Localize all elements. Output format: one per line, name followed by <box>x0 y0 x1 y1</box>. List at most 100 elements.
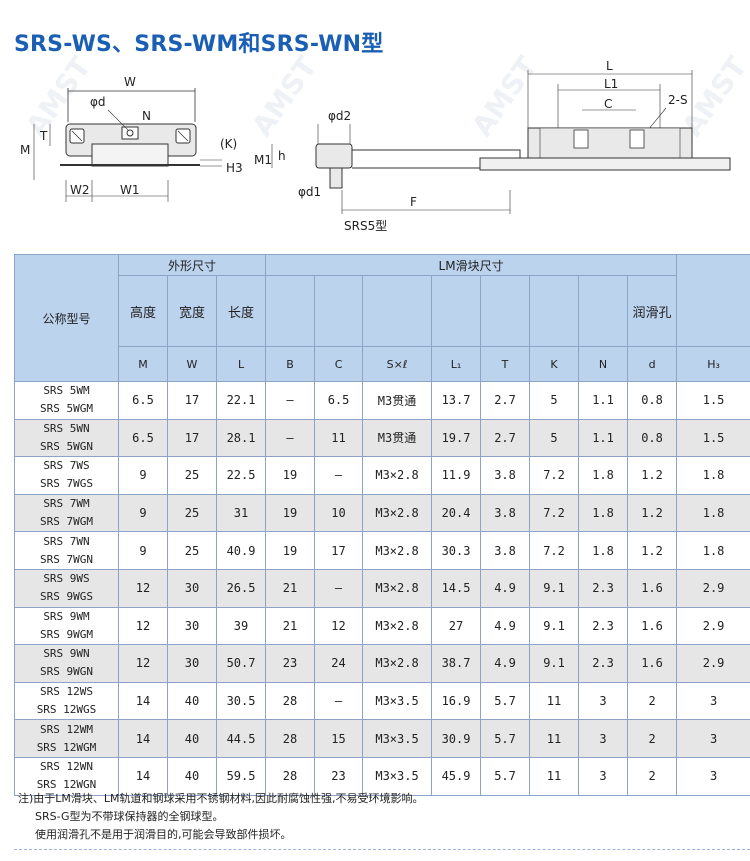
value-cell: 2.3 <box>578 644 629 683</box>
header-blank <box>314 275 364 347</box>
value-cell: 4.9 <box>480 568 531 608</box>
value-cell: 3 <box>676 719 750 758</box>
value-cell: 3 <box>578 719 629 758</box>
header-blank <box>676 254 750 347</box>
value-cell: 1.8 <box>676 456 750 495</box>
value-cell: 30 <box>167 644 217 683</box>
header-length: 长度 <box>215 275 267 347</box>
spec-table: 公称型号 外形尺寸 LM滑块尺寸 高度 宽度 长度 润滑孔 M W L B C … <box>14 254 750 796</box>
value-cell: M3贯通 <box>362 418 433 458</box>
value-cell: 1.8 <box>676 531 750 570</box>
value-cell: 1.6 <box>627 606 678 646</box>
rail-end-view: φd2 M1 h φd1 F SRS5型 <box>254 109 521 233</box>
label-M1: M1 <box>254 153 272 167</box>
value-cell: — <box>314 568 364 608</box>
srs5-caption: SRS5型 <box>344 219 387 233</box>
header-sym: S×ℓ <box>362 346 433 382</box>
value-cell: 1.8 <box>578 456 629 495</box>
header-group-outer: 外形尺寸 <box>117 254 267 276</box>
value-cell: 12 <box>118 568 168 608</box>
value-cell: 10 <box>314 493 364 533</box>
value-cell: 1.2 <box>627 456 678 495</box>
value-cell: 2.7 <box>480 418 531 458</box>
side-view: L L1 C 2-S <box>479 59 731 171</box>
value-cell: 44.5 <box>215 719 267 758</box>
value-cell: 12 <box>314 606 364 646</box>
value-cell: 19.7 <box>431 418 482 458</box>
header-model: 公称型号 <box>14 254 119 382</box>
value-cell: 25 <box>167 456 217 495</box>
model-name: SRS 9WGM <box>40 627 93 641</box>
value-cell: 30 <box>167 606 217 646</box>
value-cell: — <box>265 381 316 420</box>
value-cell: 28.1 <box>215 418 267 458</box>
value-cell: 1.8 <box>676 493 750 533</box>
label-h: h <box>278 149 286 163</box>
value-cell: 11 <box>314 418 364 458</box>
model-cell: SRS 12WM SRS 12WGM <box>14 719 119 758</box>
header-sym: N <box>578 346 629 382</box>
header-blank <box>265 275 316 347</box>
model-name: SRS 7WM <box>43 497 90 511</box>
value-cell: 9.1 <box>529 606 580 646</box>
label-T: T <box>39 129 48 143</box>
value-cell: 6.5 <box>118 418 168 458</box>
value-cell: 21 <box>265 568 316 608</box>
value-cell: 2.9 <box>676 568 750 608</box>
value-cell: 4.9 <box>480 644 531 683</box>
value-cell: 1.6 <box>627 644 678 683</box>
value-cell: 0.8 <box>627 381 678 420</box>
label-2S: 2-S <box>668 93 688 107</box>
model-name: SRS 9WS <box>43 572 90 586</box>
value-cell: 9.1 <box>529 644 580 683</box>
value-cell: 5 <box>529 418 580 458</box>
value-cell: 27 <box>431 606 482 646</box>
value-cell: 13.7 <box>431 381 482 420</box>
header-blank <box>578 275 629 347</box>
label-W2: W2 <box>70 183 90 197</box>
value-cell: 22.5 <box>215 456 267 495</box>
model-name: SRS 7WGM <box>40 515 93 529</box>
value-cell: M3×3.5 <box>362 756 433 796</box>
value-cell: 0.8 <box>627 418 678 458</box>
model-name: SRS 5WN <box>43 421 90 435</box>
value-cell: 12 <box>118 644 168 683</box>
value-cell: 1.2 <box>627 493 678 533</box>
model-name: SRS 9WGS <box>40 590 93 604</box>
value-cell: 11 <box>529 719 580 758</box>
divider <box>14 849 750 850</box>
header-sym: W <box>167 346 217 382</box>
header-sym: K <box>529 346 580 382</box>
value-cell: 21 <box>265 606 316 646</box>
value-cell: M3×2.8 <box>362 531 433 570</box>
value-cell: 3.8 <box>480 531 531 570</box>
value-cell: 23 <box>265 644 316 683</box>
model-name: SRS 7WN <box>43 534 90 548</box>
value-cell: 20.4 <box>431 493 482 533</box>
value-cell: 1.5 <box>676 381 750 420</box>
model-name: SRS 12WM <box>40 722 93 736</box>
value-cell: 2.3 <box>578 606 629 646</box>
cross-section-view: W φd N T M (K) H3 W2 W1 <box>20 75 243 202</box>
value-cell: 5.7 <box>480 756 531 796</box>
value-cell: 17 <box>167 381 217 420</box>
header-sym: C <box>314 346 364 382</box>
value-cell: 26.5 <box>215 568 267 608</box>
label-N: N <box>142 109 151 123</box>
model-name: SRS 12WGM <box>36 740 97 754</box>
value-cell: 4.9 <box>480 606 531 646</box>
value-cell: 3.8 <box>480 456 531 495</box>
label-H3: H3 <box>226 161 243 175</box>
value-cell: 14 <box>118 756 168 796</box>
value-cell: 7.2 <box>529 456 580 495</box>
value-cell: 14 <box>118 681 168 721</box>
